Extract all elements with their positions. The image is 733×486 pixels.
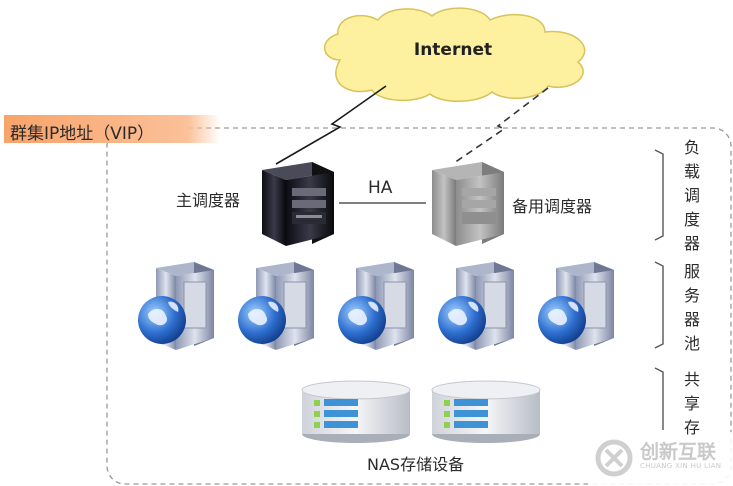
vip-label: 群集IP地址（VIP）: [10, 124, 155, 144]
primary-scheduler-label: 主调度器: [176, 191, 241, 210]
backup-internet-link: [453, 87, 549, 164]
bracket-shared-storage: [654, 367, 664, 430]
server-pool: [138, 262, 614, 350]
backup-scheduler-icon: [432, 162, 504, 246]
bracket-server-pool: [654, 261, 664, 349]
watermark-logo: [588, 432, 733, 486]
bracket-scheduler: [654, 149, 664, 241]
internet-label: Internet: [413, 40, 493, 60]
primary-scheduler-icon: [262, 162, 334, 246]
server-icon: [238, 262, 314, 350]
watermark-subtext: CHUANG XIN HU LIAN: [640, 462, 722, 470]
cluster-boundary: [106, 127, 732, 485]
server-icon: [338, 262, 414, 350]
nas-disk-icon: [301, 380, 411, 443]
backup-scheduler-label: 备用调度器: [512, 197, 593, 216]
vip-label-bar: 群集IP地址（VIP）: [4, 115, 220, 144]
server-icon: [438, 262, 514, 350]
watermark-text: 创新互联: [640, 441, 717, 463]
primary-internet-link: [275, 85, 387, 165]
group-label-shared-storage: 共 享 存: [683, 370, 700, 437]
nas-disk-icon: [431, 380, 541, 443]
nas-storage-label: NAS存储设备: [367, 455, 465, 474]
server-icon: [138, 262, 214, 350]
group-label-server-pool: 服 务 器 池: [683, 262, 700, 353]
ha-label: HA: [368, 178, 393, 198]
group-label-scheduler: 负 载 调 度 器: [683, 138, 700, 253]
internet-cloud: [324, 7, 586, 102]
server-icon: [538, 262, 614, 350]
